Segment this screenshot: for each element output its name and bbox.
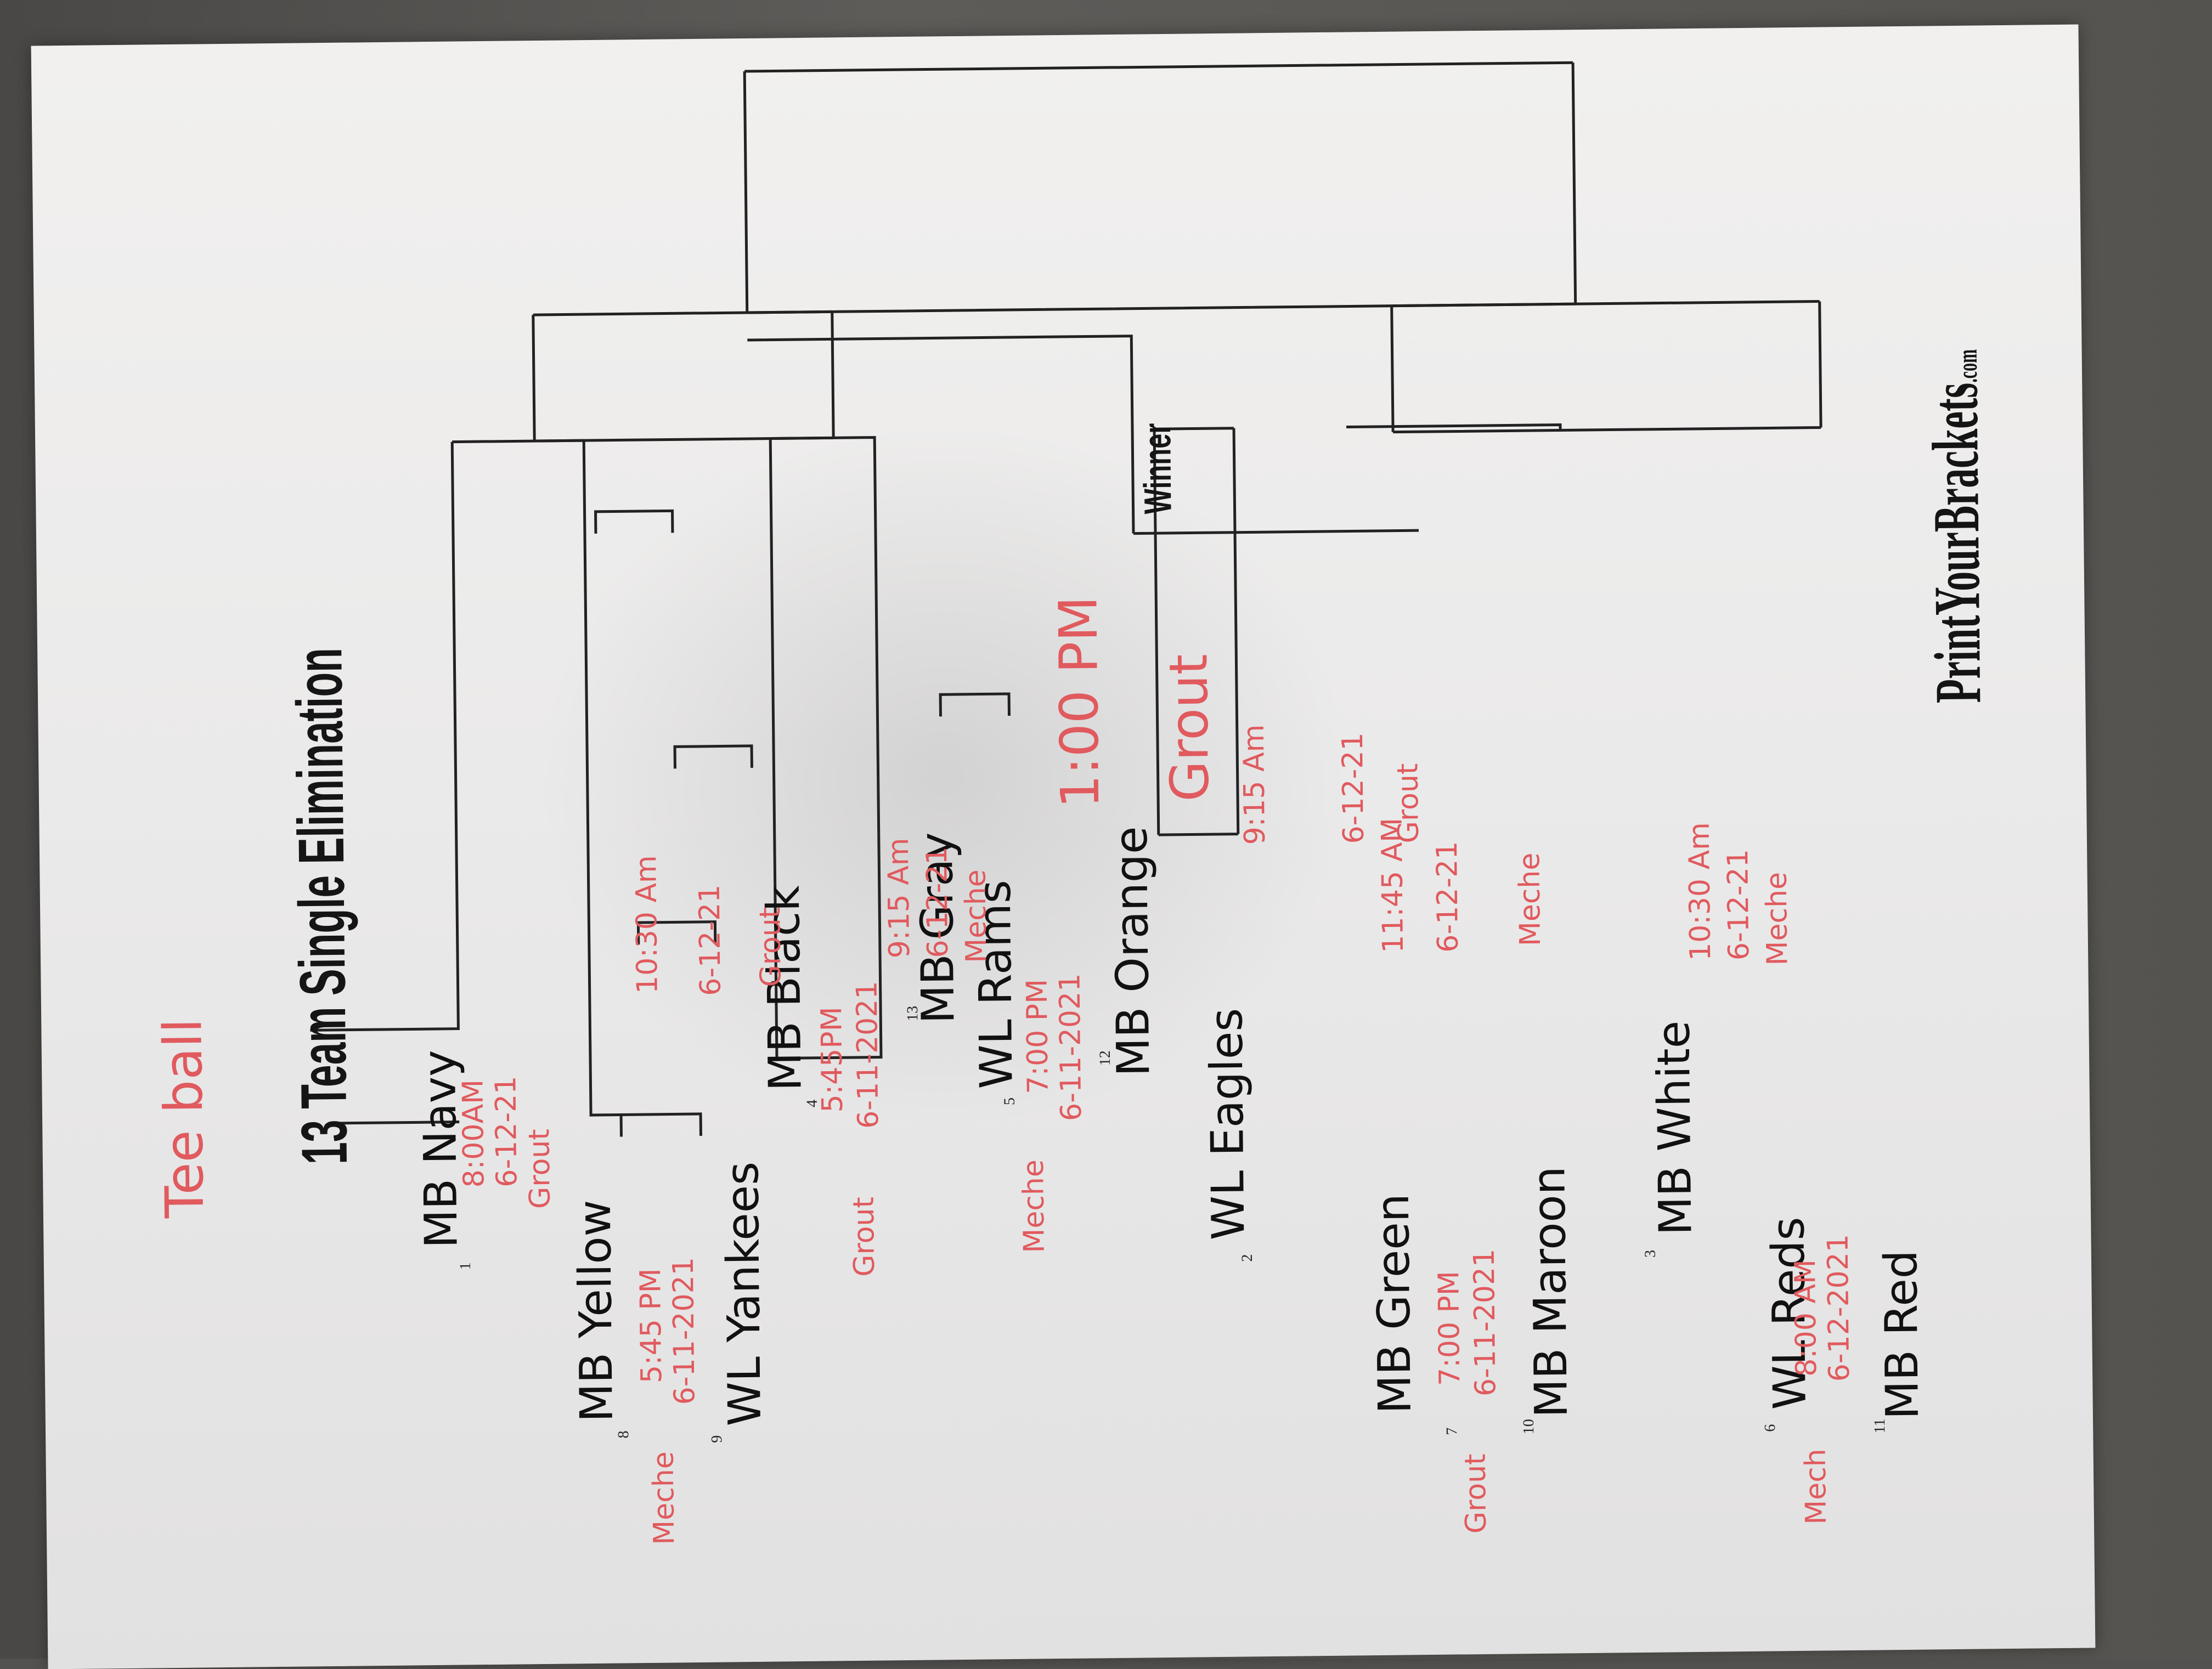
semi1-date: 6-12-21 <box>693 884 727 997</box>
sheet-content: Tee ball 13 Team Single Elimination 1 MB… <box>31 25 2096 1669</box>
game-5v12-time: 7:00 PM <box>1020 978 1055 1094</box>
line-r1-8v9 <box>619 1112 702 1137</box>
seed-9: 9 <box>708 1435 726 1443</box>
line-r1-4v13 <box>636 920 717 945</box>
line-r2-4v-top <box>769 438 778 1059</box>
game-8v9-time: 5:45 PM <box>634 1268 669 1384</box>
bracket-sheet: Tee ball 13 Team Single Elimination 1 MB… <box>31 24 2096 1669</box>
game-1-field: Grout <box>523 1129 557 1209</box>
game-3-time: 10:30 Am <box>1683 822 1718 961</box>
game-4v13-time: 5:45PM <box>815 1006 850 1113</box>
semi1-time: 10:30 Am <box>630 855 664 994</box>
semi2-time: 11:45 AM <box>1375 817 1410 954</box>
team-8: MB Yellow <box>568 1199 623 1423</box>
team-3: MB White <box>1647 1020 1702 1236</box>
semi2-field: Meche <box>1513 852 1547 947</box>
game-4-time: 9:15 Am <box>882 838 917 959</box>
game-4v13-field: Grout <box>847 1196 882 1277</box>
game-6v11-date: 6-12-2021 <box>1821 1234 1857 1382</box>
line-r2-1v-box <box>452 439 622 1117</box>
game-5v12-field: Meche <box>1017 1159 1051 1253</box>
seed-2: 2 <box>1238 1254 1256 1262</box>
game-3-field: Meche <box>1760 872 1795 966</box>
line-r1-7v10 <box>939 692 1011 717</box>
game-2-time: 9:15 Am <box>1237 724 1272 845</box>
line-winner <box>1133 529 1419 535</box>
game-7v10-date: 6-11-2021 <box>1468 1248 1503 1397</box>
game-4-date: 6-12-21 <box>920 846 955 958</box>
game-8v9-date: 6-11-2021 <box>667 1257 702 1405</box>
team-9: WL Yankees <box>716 1161 772 1427</box>
winner-label: Winner <box>1135 423 1180 514</box>
bracket-lines <box>310 61 1822 1137</box>
line-final <box>743 63 1577 314</box>
seed-10: 10 <box>1520 1419 1538 1435</box>
team-7: MB Green <box>1367 1193 1421 1415</box>
team-11: MB Red <box>1875 1249 1929 1420</box>
line-winner-cap <box>747 335 1135 534</box>
seed-3: 3 <box>1641 1249 1659 1258</box>
team-12: MB Orange <box>1105 826 1160 1077</box>
line-r2-1v <box>310 442 460 1032</box>
handwritten-title: Tee ball <box>152 1018 216 1219</box>
brand-name: PrintYourBrackets <box>1918 382 1995 704</box>
page-title: 13 Team Single Elimination <box>283 647 361 1165</box>
line-r2-2v <box>1153 427 1240 836</box>
game-4v13-date: 6-11-2021 <box>850 981 885 1129</box>
game-1-date: 6-12-21 <box>489 1076 524 1187</box>
semi1-field: Grout <box>754 907 788 987</box>
line-semi2 <box>1390 301 1822 434</box>
semi2-date: 6-12-21 <box>1430 841 1465 953</box>
game-7v10-field: Grout <box>1459 1453 1493 1534</box>
brand-logo: PrintYourBrackets.com <box>1918 349 1994 704</box>
seed-8: 8 <box>615 1430 633 1439</box>
line-semi1 <box>532 312 835 443</box>
final-field: Grout <box>1158 654 1221 802</box>
seed-7: 7 <box>1443 1427 1461 1435</box>
line-r1-5v12 <box>673 744 753 769</box>
team-2: WL Eagles <box>1200 1008 1255 1241</box>
seed-11: 11 <box>1871 1418 1889 1434</box>
game-7v10-time: 7:00 PM <box>1432 1270 1467 1386</box>
line-r1-6v11 <box>594 509 674 534</box>
game-2-date: 6-12-21 <box>1336 732 1370 844</box>
game-5v12-date: 6-11-2021 <box>1053 973 1088 1122</box>
line-final-right <box>744 61 1573 73</box>
seed-1: 1 <box>456 1262 475 1270</box>
game-3-date: 6-12-21 <box>1722 848 1756 961</box>
line-r2-3v <box>1346 423 1562 431</box>
seed-6: 6 <box>1762 1424 1779 1432</box>
game-8v9-field: Meche <box>647 1451 681 1545</box>
final-time: 1:00 PM <box>1047 596 1111 809</box>
team-10: MB Maroon <box>1523 1166 1578 1418</box>
game-4-field: Meche <box>959 869 994 963</box>
game-1-time: 8:00AM <box>456 1079 491 1188</box>
seed-5: 5 <box>1001 1097 1018 1106</box>
game-6v11-time: 8:00 AM <box>1788 1259 1824 1377</box>
brand-suffix: .com <box>1951 349 1983 383</box>
game-6v11-field: Mech <box>1799 1448 1833 1525</box>
line-r2-1v-join <box>338 1121 460 1125</box>
